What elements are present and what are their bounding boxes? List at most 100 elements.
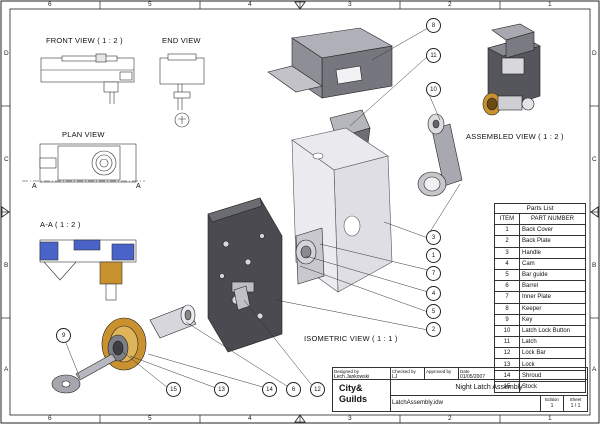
zone-number: 5 <box>148 1 152 8</box>
part-name: Barrel <box>519 280 586 293</box>
edition-value: 1 <box>550 403 554 409</box>
zone-number: 5 <box>148 415 152 422</box>
part-name: Stock <box>519 380 586 394</box>
parts-list-header-row: ITEM PART NUMBER <box>494 212 586 226</box>
front-view-label: FRONT VIEW ( 1 : 2 ) <box>46 36 123 45</box>
balloon: 15 <box>166 382 181 397</box>
sheet-label: Sheet <box>569 397 582 402</box>
edition-label: Edition <box>545 397 559 402</box>
section-view <box>39 239 137 301</box>
zone-number: 4 <box>248 415 252 422</box>
balloon: 10 <box>426 82 441 97</box>
zone-number: 2 <box>448 1 452 8</box>
isometric-view-label: ISOMETRIC VIEW ( 1 : 1 ) <box>304 334 398 343</box>
end-view <box>159 53 205 128</box>
part-item-number: 9 <box>494 313 520 326</box>
balloon: 1 <box>426 248 441 263</box>
part-name: Bar guide <box>519 268 586 282</box>
part-item-number: 4 <box>494 257 520 270</box>
zone-letter: C <box>4 156 9 163</box>
zone-number: 6 <box>48 415 52 422</box>
title-block: Designed by Lech Jankowski Checked by LJ… <box>332 367 588 412</box>
file-name: LatchAssembly.idw <box>392 400 443 406</box>
section-mark-left: A <box>32 183 37 190</box>
balloon: 12 <box>310 382 325 397</box>
zone-letter: B <box>592 262 597 269</box>
part-name: Cam <box>519 257 586 270</box>
part-item-number: 6 <box>494 280 520 293</box>
iso-barrel <box>149 304 197 339</box>
plan-view-label: PLAN VIEW <box>62 130 105 139</box>
balloon: 8 <box>426 18 441 33</box>
zone-number: 1 <box>548 415 552 422</box>
header-item: ITEM <box>494 212 520 226</box>
edition-cell: Edition 1 <box>541 396 564 411</box>
part-name: Back Cover <box>519 224 586 237</box>
zone-number: 3 <box>348 415 352 422</box>
drawing-title: Night Latch Assembly <box>455 384 523 391</box>
balloon: 6 <box>286 382 301 397</box>
balloon: 7 <box>426 266 441 281</box>
leader-lines <box>63 27 461 389</box>
iso-inner-plate <box>295 227 325 285</box>
assembled-view-label: ASSEMBLED VIEW ( 1 : 2 ) <box>466 132 564 141</box>
part-item-number: 10 <box>494 324 520 338</box>
plan-view <box>22 143 145 183</box>
parts-list-title: Parts List <box>494 203 586 213</box>
part-name: Handle <box>519 246 586 259</box>
part-item-number: 3 <box>494 246 520 259</box>
zone-number: 3 <box>348 1 352 8</box>
drawing-title-cell: Night Latch Assembly <box>391 380 587 396</box>
balloon: 5 <box>426 304 441 319</box>
zone-letter: A <box>4 366 9 373</box>
balloon: 3 <box>426 230 441 245</box>
zone-letter: D <box>592 50 597 57</box>
balloon: 14 <box>262 382 277 397</box>
end-view-label: END VIEW <box>162 36 201 45</box>
sheet-value: 1 / 1 <box>570 403 581 409</box>
designed-by-cell: Designed by Lech Jankowski <box>333 368 391 380</box>
balloon: 11 <box>426 48 441 63</box>
assembled-view <box>482 23 541 116</box>
balloon: 9 <box>56 328 71 343</box>
designed-by-label: Designed by <box>334 369 360 374</box>
iso-key <box>51 353 117 394</box>
balloon: 2 <box>426 322 441 337</box>
zone-letter: A <box>592 366 597 373</box>
checked-by-value: LJ <box>392 374 398 380</box>
city-and-guilds-logo: City& Guilds <box>333 380 391 411</box>
section-view-label: A-A ( 1 : 2 ) <box>40 220 81 229</box>
checked-by-label: Checked by <box>392 369 416 374</box>
part-name: Back Plate <box>519 235 586 248</box>
file-name-cell: LatchAssembly.idw <box>391 396 541 411</box>
date-cell: Date 01/05/2007 <box>459 368 587 380</box>
part-item-number: 1 <box>494 224 520 237</box>
iso-handle <box>417 113 463 197</box>
part-name: Inner Plate <box>519 291 586 304</box>
zone-letter: B <box>4 262 9 269</box>
approved-by-label: Approved by <box>426 369 452 374</box>
zone-number: 2 <box>448 415 452 422</box>
balloon: 4 <box>426 286 441 301</box>
part-name: Latch Lock Button <box>519 324 586 338</box>
logo-line-2: Guilds <box>339 394 368 404</box>
part-name: Key <box>519 313 586 326</box>
part-item-number: 7 <box>494 291 520 304</box>
zone-number: 4 <box>248 1 252 8</box>
balloon: 13 <box>214 382 229 397</box>
part-item-number: 12 <box>494 347 520 360</box>
